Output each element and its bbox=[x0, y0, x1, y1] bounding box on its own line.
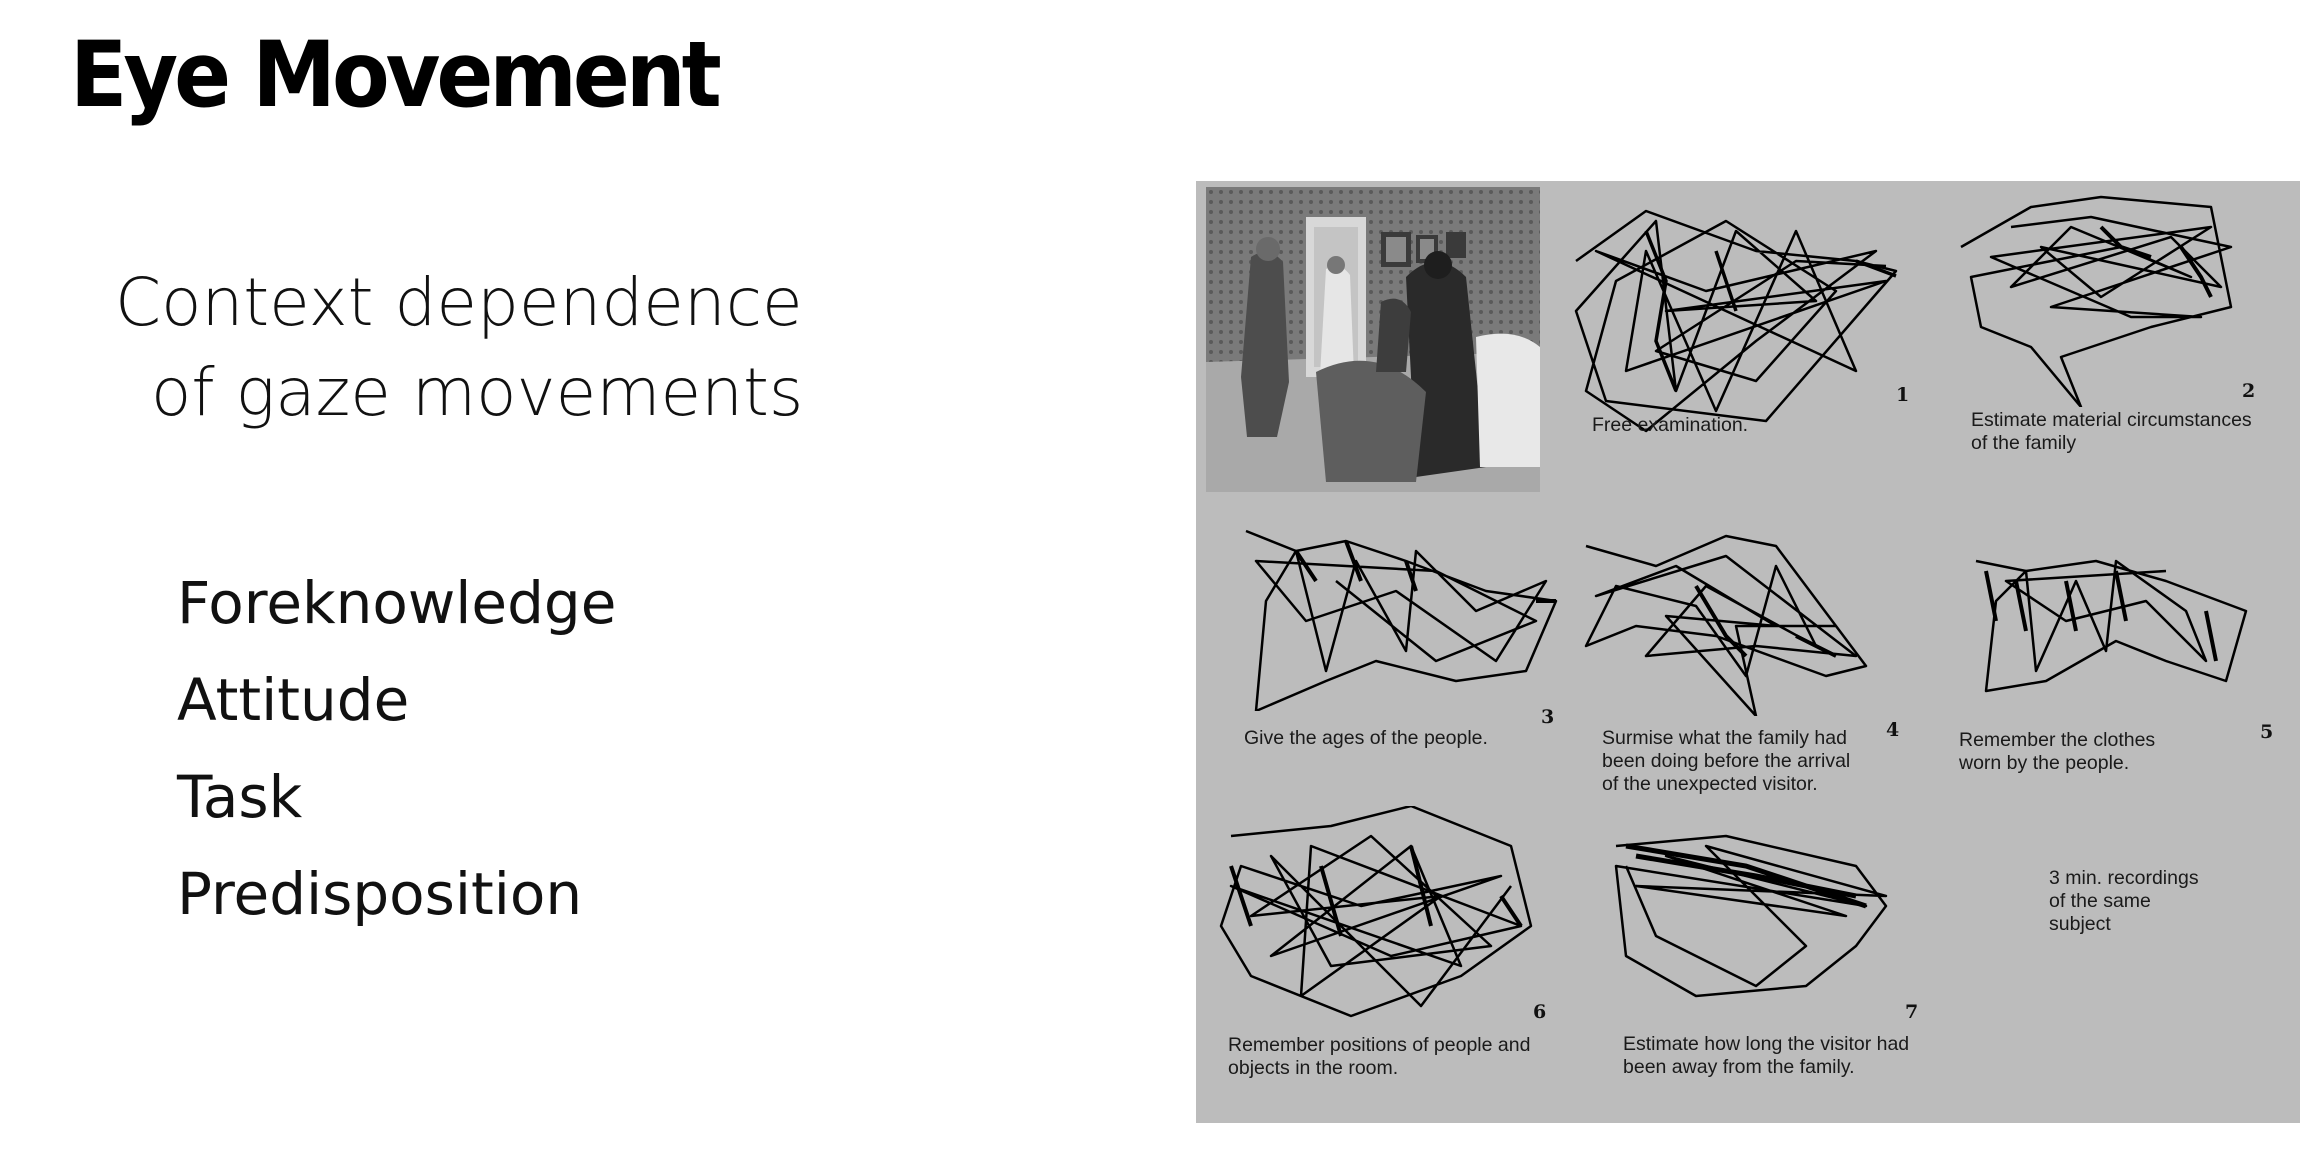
panel-number-6: 6 bbox=[1533, 1001, 1547, 1023]
scanpath-trace-6 bbox=[1219, 806, 1533, 1018]
caption-5: Remember the clothes worn by the people. bbox=[1959, 729, 2156, 774]
painting-image bbox=[1206, 187, 1540, 492]
caption-7: Estimate how long the visitor had been a… bbox=[1623, 1033, 1910, 1078]
factor-list: Foreknowledge Attitude Task Predispositi… bbox=[177, 555, 616, 943]
panel-number-3: 3 bbox=[1541, 706, 1555, 728]
caption-6: Remember positions of people and objects… bbox=[1228, 1034, 1531, 1079]
panel-number-4: 4 bbox=[1886, 719, 1900, 741]
slide-title: Eye Movement bbox=[70, 22, 722, 128]
subtitle-line-1: Context dependence bbox=[115, 264, 803, 341]
caption-3: Give the ages of the people. bbox=[1244, 727, 1488, 749]
panel-number-7: 7 bbox=[1905, 1001, 1919, 1023]
caption-1: Free examination. bbox=[1592, 414, 1749, 436]
factor-item: Task bbox=[177, 763, 303, 831]
scanpath-trace-2 bbox=[1960, 195, 2233, 407]
scanpath-trace-3 bbox=[1245, 529, 1558, 711]
scanpath-trace-4 bbox=[1584, 534, 1868, 716]
panel-number-5: 5 bbox=[2260, 721, 2274, 743]
slide-subtitle: Context dependence of gaze movements bbox=[115, 258, 803, 438]
caption-4: Surmise what the family had been doing b… bbox=[1602, 727, 1851, 795]
factor-item: Predisposition bbox=[177, 860, 583, 928]
scanpath-trace-1 bbox=[1574, 209, 1898, 433]
factor-item: Attitude bbox=[177, 666, 410, 734]
yarbus-figure: 1 2 3 4 5 6 7 Free examination. Estimate… bbox=[1196, 181, 2300, 1123]
recording-note: 3 min. recordings of the same subject bbox=[2049, 867, 2199, 935]
subtitle-line-2: of gaze movements bbox=[151, 354, 804, 431]
factor-item: Foreknowledge bbox=[177, 569, 617, 637]
panel-number-2: 2 bbox=[2242, 380, 2256, 402]
caption-2: Estimate material circumstances of the f… bbox=[1971, 409, 2252, 454]
scanpath-trace-7 bbox=[1614, 834, 1888, 998]
panel-number-1: 1 bbox=[1896, 384, 1910, 406]
scanpath-trace-5 bbox=[1975, 559, 2248, 693]
